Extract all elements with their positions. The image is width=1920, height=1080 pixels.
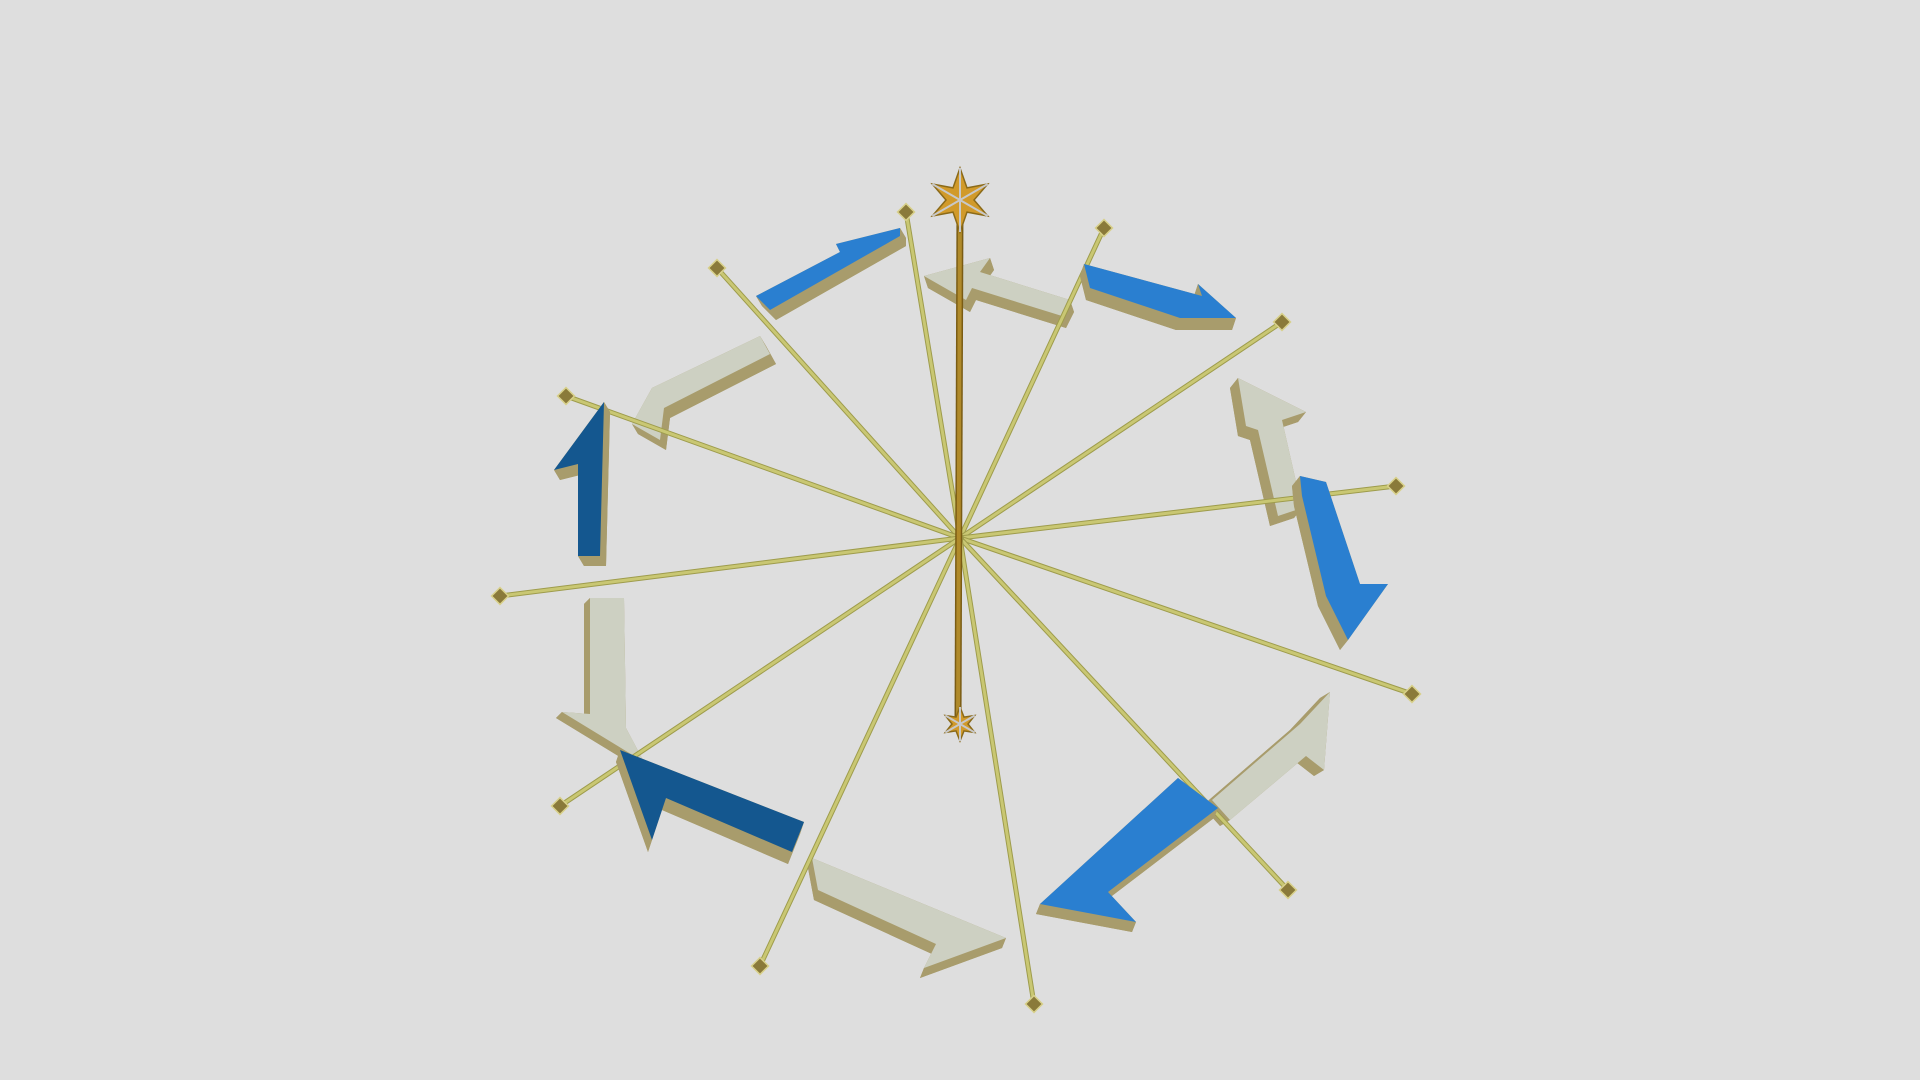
arrow-blue-lower-left [616, 750, 804, 864]
arrow-gray-upper-left [632, 336, 776, 450]
six-point-star-icon [930, 165, 990, 235]
square-marker-icon [556, 386, 576, 406]
arrow-gray-lower-right [1202, 692, 1330, 826]
square-marker-icon [750, 956, 770, 976]
arrow-blue-top-left [756, 228, 906, 320]
vertical-axis [930, 165, 990, 744]
spoke [958, 536, 1036, 1006]
arrow-gray-left [556, 598, 644, 768]
arrow-blue-top-right [1080, 264, 1236, 330]
arrow-blue-left [554, 402, 610, 566]
spoke [958, 226, 1106, 540]
arrow-gray-bottom [808, 858, 1006, 978]
spoke [758, 536, 962, 968]
arrow-blue-lower-right [1036, 778, 1218, 932]
spoke [958, 536, 1414, 696]
square-marker-icon [1272, 312, 1292, 332]
spoke [715, 266, 962, 540]
spoke [958, 536, 1290, 892]
square-marker-icon [1278, 880, 1298, 900]
spoke [564, 394, 962, 540]
spoke [498, 536, 962, 598]
spokes-layer [490, 202, 1422, 1014]
arrow-blue-right [1292, 476, 1388, 650]
square-marker-icon [896, 202, 916, 222]
square-marker-icon [490, 586, 510, 606]
arrow-gray-top [924, 258, 1074, 328]
square-marker-icon [1094, 218, 1114, 238]
six-point-star-icon [943, 704, 977, 744]
square-marker-icon [1402, 684, 1422, 704]
square-marker-icon [1386, 476, 1406, 496]
square-marker-icon [1024, 994, 1044, 1014]
spoke [904, 210, 962, 540]
axis-rod [956, 205, 962, 723]
square-marker-icon [707, 258, 727, 278]
arrows-front-layer [554, 228, 1388, 932]
spoke [958, 320, 1284, 540]
square-marker-icon [550, 796, 570, 816]
